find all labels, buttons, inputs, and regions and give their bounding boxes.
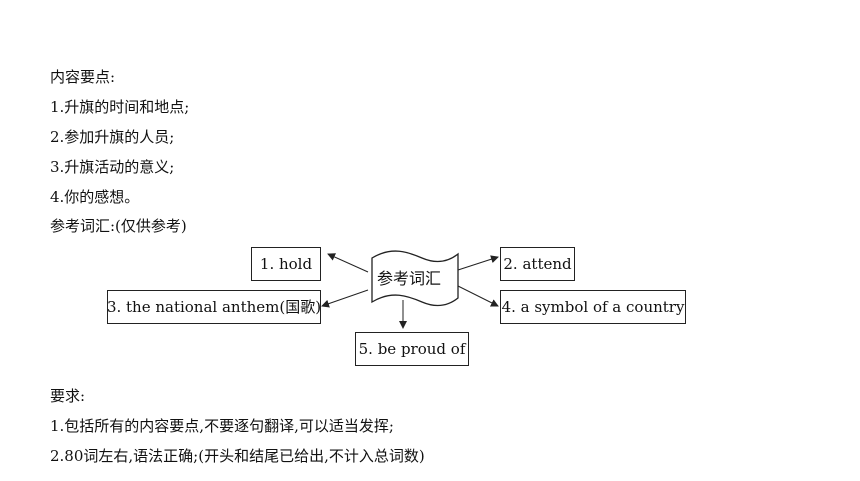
arrow-to-anthem [321,289,369,308]
content-point-4: 4.你的感想。 [50,188,140,206]
arrow-to-symbol [457,285,499,307]
arrow-to-hold [327,253,369,273]
content-point-2: 2.参加升旗的人员; [50,128,175,146]
flag-shape [371,250,459,307]
requirement-1: 1.包括所有的内容要点,不要逐句翻译,可以适当发挥; [50,417,394,435]
content-point-3: 3.升旗活动的意义; [50,158,175,176]
vocab-box-anthem: 3. the national anthem(国歌) [107,290,321,324]
arrow-to-attend [457,255,499,271]
vocab-box-hold: 1. hold [251,247,321,281]
vocab-box-attend: 2. attend [500,247,575,281]
requirements-heading: 要求: [50,387,86,405]
flag-label: 参考词汇 [376,269,441,288]
requirement-2: 2.80词左右,语法正确;(开头和结尾已给出,不计入总词数) [50,447,425,465]
content-point-1: 1.升旗的时间和地点; [50,98,190,116]
vocab-box-proud: 5. be proud of [355,332,469,366]
vocab-heading: 参考词汇:(仅供参考) [50,217,187,235]
vocab-box-symbol: 4. a symbol of a country [500,290,686,324]
content-points-heading: 内容要点: [50,68,116,86]
